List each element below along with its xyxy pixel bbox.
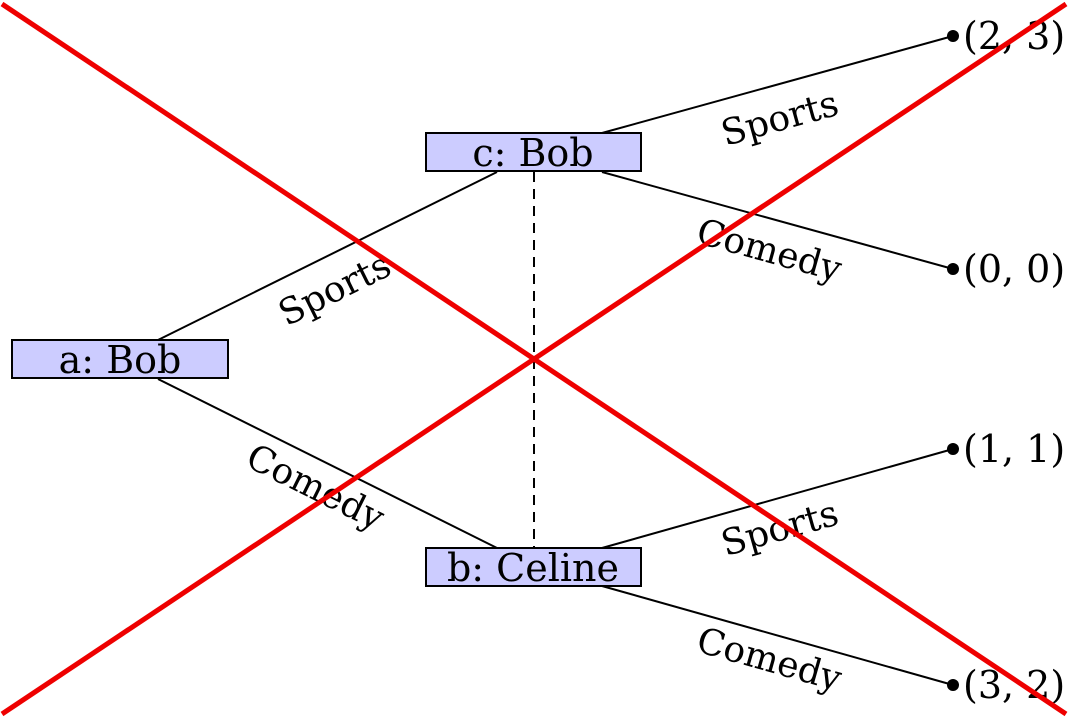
edge-b-bottom	[601, 585, 954, 686]
edge-label-a-b: Comedy	[240, 436, 391, 539]
node-c-label: c: Bob	[472, 131, 593, 175]
payoff-0-0: (0, 0)	[963, 247, 1065, 291]
terminal-dot-1	[947, 30, 959, 42]
edge-a-to-c	[157, 171, 498, 341]
terminal-dot-2	[947, 263, 959, 275]
edge-c-bottom	[601, 171, 954, 270]
node-b: b: Celine	[425, 546, 642, 590]
node-a: a: Bob	[11, 338, 229, 382]
edge-label-b-bottom: Comedy	[692, 620, 846, 700]
node-b-label: b: Celine	[447, 546, 619, 590]
edge-c-top	[601, 35, 954, 134]
terminal-dot-4	[947, 679, 959, 691]
edge-b-top	[601, 448, 954, 549]
node-a-label: a: Bob	[59, 338, 182, 382]
edge-a-to-b	[157, 378, 498, 549]
node-c: c: Bob	[425, 131, 642, 175]
edge-label-c-bottom: Comedy	[692, 211, 846, 290]
terminal-dot-3	[947, 443, 959, 455]
payoff-1-1: (1, 1)	[963, 427, 1065, 471]
edge-label-c-top: Sports	[717, 83, 843, 154]
